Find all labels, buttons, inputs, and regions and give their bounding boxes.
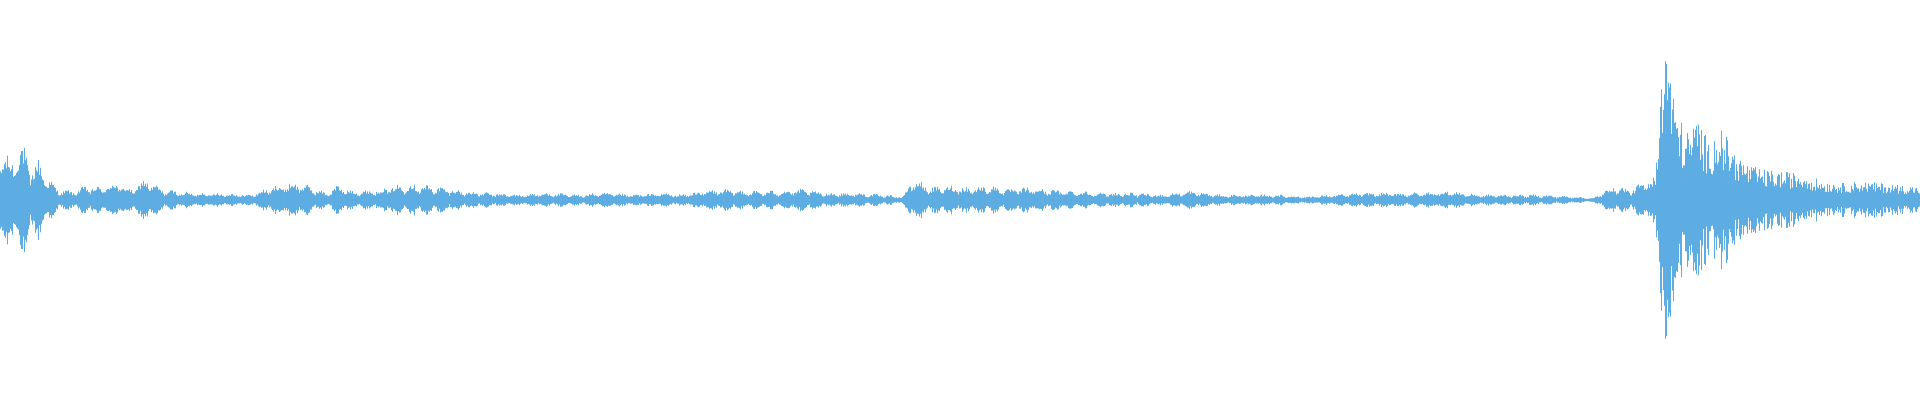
waveform-samples: [0, 61, 1920, 339]
